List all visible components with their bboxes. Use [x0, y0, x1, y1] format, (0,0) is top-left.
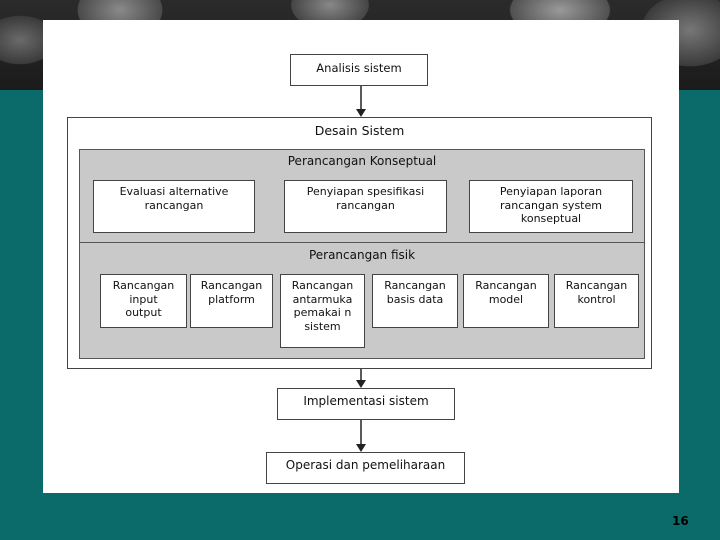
- analysis-box: Analisis sistem: [290, 54, 428, 86]
- physical-item: Rancangan basis data: [372, 274, 458, 328]
- slide-canvas: Analisis sistem Desain Sistem Perancanga…: [43, 20, 679, 493]
- conceptual-item: Penyiapan laporan rancangan system konse…: [469, 180, 633, 233]
- conceptual-title: Perancangan Konseptual: [287, 154, 437, 168]
- panel-divider: [80, 242, 644, 243]
- design-system-title: Desain Sistem: [314, 123, 405, 138]
- physical-item: Rancangan input output: [100, 274, 187, 328]
- implementation-label: Implementasi sistem: [303, 394, 429, 408]
- conceptual-item: Evaluasi alternative rancangan: [93, 180, 255, 233]
- design-panel: Perancangan Konseptual Evaluasi alternat…: [79, 149, 645, 359]
- physical-item: Rancangan antarmuka pemakai n sistem: [280, 274, 365, 348]
- physical-item: Rancangan platform: [190, 274, 273, 328]
- operation-box: Operasi dan pemeliharaan: [266, 452, 465, 484]
- conceptual-item: Penyiapan spesifikasi rancangan: [284, 180, 447, 233]
- physical-item: Rancangan kontrol: [554, 274, 639, 328]
- design-system-container: Desain Sistem Perancangan Konseptual Eva…: [67, 117, 652, 369]
- analysis-label: Analisis sistem: [316, 61, 402, 75]
- operation-label: Operasi dan pemeliharaan: [285, 458, 446, 472]
- page-number: 16: [672, 514, 689, 528]
- physical-item: Rancangan model: [463, 274, 549, 328]
- arrow-design-to-implementation: [356, 369, 366, 388]
- physical-title: Perancangan fisik: [308, 248, 416, 262]
- implementation-box: Implementasi sistem: [277, 388, 455, 420]
- arrow-implementation-to-operation: [356, 420, 366, 452]
- arrow-analysis-to-design: [356, 86, 366, 117]
